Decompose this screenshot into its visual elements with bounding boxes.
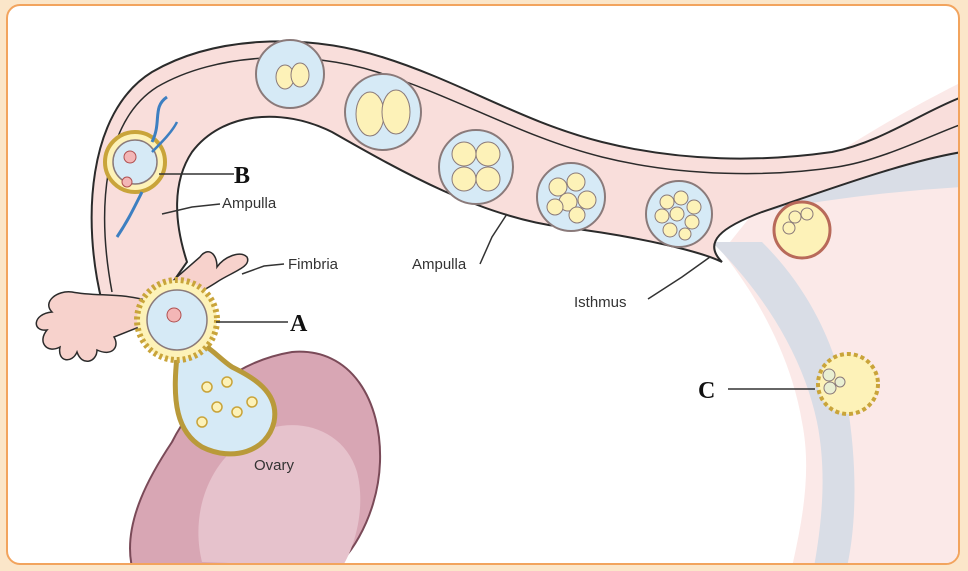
label-ampulla-left: Ampulla — [222, 195, 277, 212]
marker-a: A — [290, 311, 308, 337]
embryo-blastocyst — [774, 202, 830, 258]
marker-b: B — [234, 163, 250, 189]
fallopian-tube-diagram: B A C Ampulla Fimbria Ampulla Isthmus Ov… — [8, 6, 960, 565]
embryo-two-cell — [345, 74, 421, 150]
marker-c: C — [698, 378, 715, 404]
embryo-two-cell-top — [256, 40, 324, 108]
label-isthmus: Isthmus — [574, 294, 627, 311]
diagram-panel: B A C Ampulla Fimbria Ampulla Isthmus Ov… — [6, 4, 960, 565]
embryo-eight-cell — [537, 163, 605, 231]
label-fimbria: Fimbria — [288, 256, 339, 273]
embryo-morula — [646, 181, 712, 247]
implanting-blastocyst-c — [818, 354, 878, 414]
ovulated-egg-a — [137, 280, 217, 360]
label-ovary: Ovary — [254, 457, 295, 474]
label-ampulla-center: Ampulla — [412, 256, 467, 273]
embryo-four-cell — [439, 130, 513, 204]
